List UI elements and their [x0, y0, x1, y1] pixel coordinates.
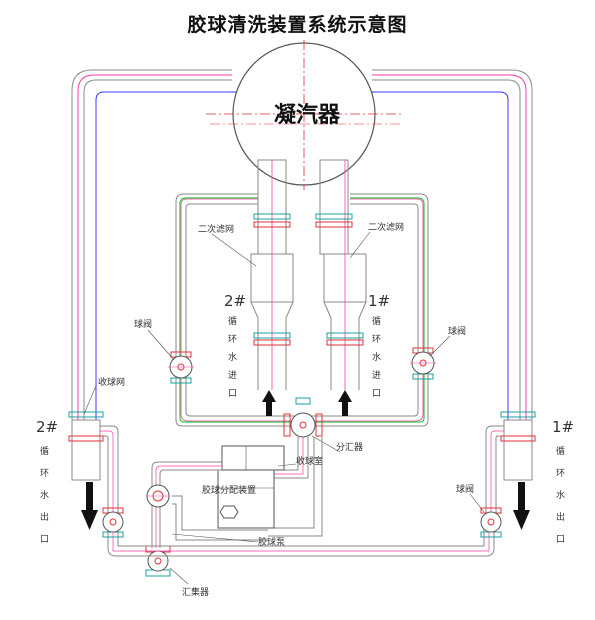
svg-text:循: 循	[556, 445, 565, 457]
ball-distribution-device-label: 胶球分配装置	[202, 484, 256, 496]
valve-left-leader	[147, 329, 175, 361]
filter-right-leader	[349, 231, 371, 259]
ball-valve-left-label: 球阀	[134, 318, 152, 330]
outlet-1-number: 1#	[552, 418, 574, 436]
inlet-pipes	[250, 159, 367, 390]
svg-text:循: 循	[372, 315, 381, 327]
inlet-pipe-centerlines	[271, 160, 346, 390]
ball-chamber-leader	[277, 463, 297, 467]
pump-pipes	[151, 461, 268, 548]
right-bottom-valve	[480, 507, 502, 538]
svg-text:环: 环	[372, 334, 381, 345]
svg-text:口: 口	[556, 535, 565, 545]
left-outlet-flanges	[68, 411, 104, 442]
ball-valve-bottom-right-label: 球阀	[456, 483, 474, 495]
ball-valve-right	[410, 347, 436, 380]
collector-leader	[83, 385, 97, 415]
right-outlet-pipe	[485, 419, 533, 520]
svg-text:出: 出	[556, 511, 565, 523]
inlet-arrow-2	[262, 390, 276, 416]
outer-blue-water-line	[95, 91, 509, 420]
outer-pipe-centerline	[77, 74, 527, 420]
right-outlet-flanges	[500, 411, 536, 442]
secondary-filter-right-label: 二次滤网	[368, 221, 404, 233]
inlet-2-number: 2#	[224, 292, 246, 310]
ball-pump-leader	[171, 533, 259, 543]
distributor-label: 分汇器	[336, 442, 363, 453]
ball-pump-label: 胶球泵	[258, 536, 285, 548]
svg-text:水: 水	[40, 489, 49, 501]
outer-return-pipe	[71, 69, 533, 420]
bottom-label: 汇集器	[182, 586, 209, 598]
left-bottom-valve	[102, 507, 124, 538]
svg-text:水: 水	[372, 351, 381, 363]
condenser-label: 凝汽器	[274, 102, 341, 128]
svg-text:进: 进	[228, 370, 237, 381]
distributor-leader	[311, 435, 341, 453]
condenser	[206, 40, 402, 190]
svg-text:水: 水	[556, 489, 565, 501]
svg-text:口: 口	[372, 389, 381, 399]
svg-text:出: 出	[40, 511, 49, 523]
valve-right-leader	[429, 335, 451, 357]
svg-text:水: 水	[228, 351, 237, 363]
bottom-return-pipe	[107, 520, 495, 557]
left-outlet-pipe	[71, 419, 119, 520]
diagram-title: 胶球清洗装置系统示意图	[187, 14, 408, 36]
valve-bottom-right-leader	[469, 493, 485, 513]
svg-text:环: 环	[40, 468, 49, 479]
distributor	[283, 397, 323, 438]
svg-text:口: 口	[228, 389, 237, 399]
outlet-arrow-1	[513, 482, 530, 530]
svg-text:口: 口	[40, 535, 49, 545]
outlet-1-text: 循 环 水 出 口	[556, 445, 565, 545]
svg-text:循: 循	[228, 315, 237, 327]
inlet-2-text: 循 环 水 进 口	[228, 315, 237, 399]
ball-valve-right-label: 球阀	[448, 325, 466, 337]
secondary-filter-left-label: 二次滤网	[198, 223, 234, 235]
svg-text:进: 进	[372, 370, 381, 381]
bottom-collector-leader	[169, 567, 189, 585]
svg-text:环: 环	[228, 334, 237, 345]
bottom-collector	[145, 545, 171, 577]
ball-pump	[146, 484, 170, 508]
ball-collector-label: 收球网	[98, 376, 125, 388]
inlet-arrow-1	[338, 390, 352, 416]
ball-valve-left	[168, 351, 194, 384]
svg-text:环: 环	[556, 468, 565, 479]
filter-left-leader	[211, 233, 257, 267]
inlet-flanges	[253, 213, 364, 346]
outlet-arrow-2	[81, 482, 98, 530]
svg-text:循: 循	[40, 445, 49, 457]
ball-chamber-label: 收球室	[296, 455, 323, 467]
ball-distribution-device	[217, 445, 285, 529]
distributor-down-pipe-2	[268, 437, 323, 537]
outlet-2-number: 2#	[36, 418, 58, 436]
outlet-2-text: 循 环 水 出 口	[40, 445, 49, 545]
inlet-1-text: 循 环 水 进 口	[372, 315, 381, 399]
inlet-1-number: 1#	[368, 292, 390, 310]
